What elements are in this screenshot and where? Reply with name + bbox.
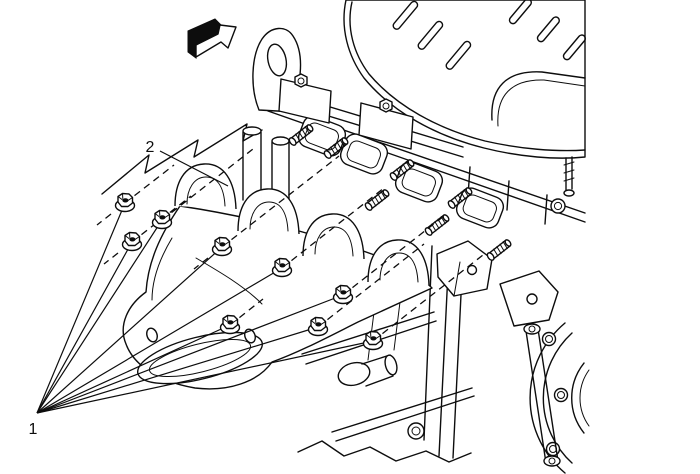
manifold-nut <box>362 330 384 351</box>
intake-cover <box>343 0 586 159</box>
exhaust-ports <box>297 115 505 229</box>
manifold-nut <box>211 236 233 257</box>
callout-2-leader-line <box>159 150 229 187</box>
coolant-pipes <box>242 126 290 206</box>
manifold-nut <box>219 314 241 335</box>
manifold-nut <box>271 257 293 278</box>
exhaust-manifold <box>122 163 559 390</box>
manifold-nut <box>114 192 136 213</box>
front-of-vehicle-arrow-icon <box>187 18 237 59</box>
lifting-bracket <box>252 27 464 158</box>
manifold-nut <box>151 209 173 230</box>
callout-2-label: 2 <box>146 139 155 156</box>
callout-1-label: 1 <box>29 421 38 438</box>
assembly-axis-lines <box>96 148 484 342</box>
callout-1-leader-lines <box>36 202 374 414</box>
manifold-nut <box>307 316 329 337</box>
manifold-nut <box>332 284 354 305</box>
manifold-nut <box>121 231 143 252</box>
cylinder-head <box>101 102 586 229</box>
